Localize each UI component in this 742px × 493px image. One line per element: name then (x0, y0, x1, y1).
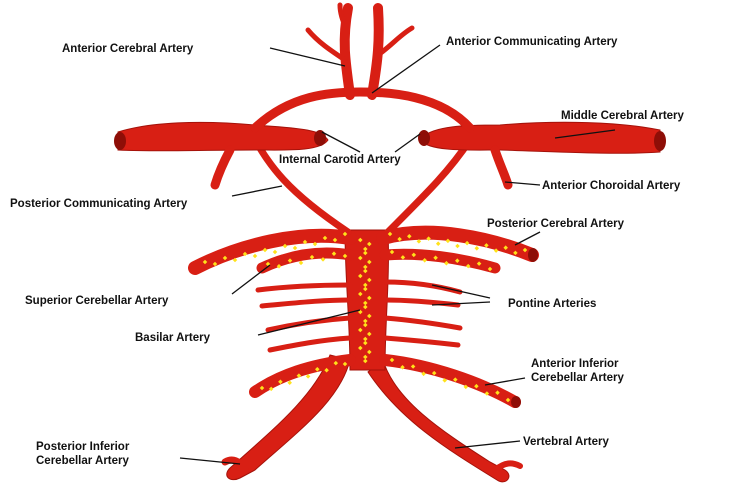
anterior-cerebral-arteries (255, 5, 470, 128)
label-aica-line2: Cerebellar Artery (531, 372, 625, 384)
vessel-dot (475, 246, 480, 251)
label-pica-line1: Posterior Inferior (36, 441, 130, 453)
vessel-dot (455, 244, 460, 249)
vertebral-arteries (225, 355, 520, 482)
vessel-dot (436, 241, 441, 246)
label-anterior-communicating-artery: Anterior Communicating Artery (446, 36, 618, 48)
label-anterior-cerebral-artery: Anterior Cerebral Artery (62, 43, 194, 55)
label-aica-line1: Anterior Inferior (531, 358, 619, 370)
label-basilar-artery: Basilar Artery (135, 332, 211, 344)
label-pontine-arteries: Pontine Arteries (508, 298, 596, 310)
vessel-dot (293, 246, 298, 251)
label-anterior-choroidal-artery: Anterior Choroidal Artery (542, 180, 681, 192)
label-vertebral-artery: Vertebral Artery (523, 436, 609, 448)
label-superior-cerebellar-artery: Superior Cerebellar Artery (25, 295, 169, 307)
label-posterior-cerebral-artery: Posterior Cerebral Artery (487, 218, 625, 230)
vessel-dot (299, 261, 304, 266)
vessel-dot (273, 250, 278, 255)
label-posterior-communicating-artery: Posterior Communicating Artery (10, 198, 188, 210)
vessel-dot (253, 254, 258, 259)
label-middle-cerebral-artery: Middle Cerebral Artery (561, 110, 685, 122)
label-internal-carotid-artery: Internal Carotid Artery (279, 154, 401, 166)
middle-cerebral-arteries (114, 122, 666, 153)
label-pica-line2: Cerebellar Artery (36, 455, 130, 467)
